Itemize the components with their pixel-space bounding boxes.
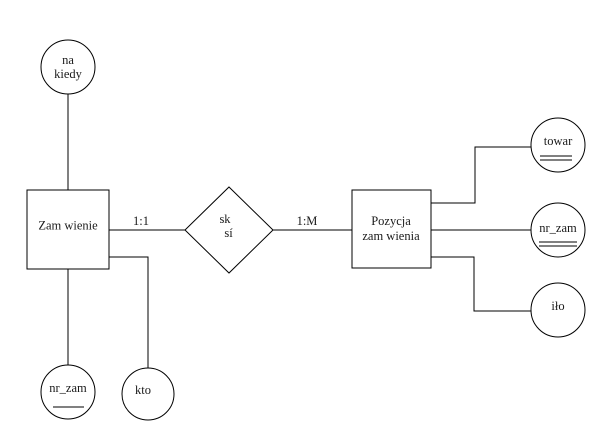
entity-order-rect	[26, 189, 110, 270]
entity-label-order-item-line1: Pozycja	[371, 214, 411, 228]
entity-label-order-item-line2: zam wienia	[362, 229, 420, 243]
relationship-label-line1: sk	[219, 212, 231, 226]
relationship-label-line2: sí	[224, 226, 233, 240]
relationship-label: sk sí	[217, 212, 232, 240]
attribute-circle-towar	[530, 117, 586, 173]
cardinality-label-left: 1:1	[133, 214, 149, 228]
attribute-label-ilo: iło	[551, 299, 565, 313]
entity-label-order-item: Pozycja zam wienia	[362, 214, 419, 244]
attribute-circle-nr-zam-left	[40, 364, 96, 420]
entity-order-item-rect	[351, 189, 432, 269]
attribute-label-na-kiedy-line2: kiedy	[54, 67, 82, 81]
cardinality-label-right: 1:M	[296, 214, 318, 228]
attribute-label-kto: kto	[135, 383, 151, 397]
attribute-label-na-kiedy-line1: na	[62, 53, 74, 67]
connector-order-to-kto	[109, 256, 149, 368]
attribute-circle-kto	[121, 367, 175, 421]
attribute-circle-na-kiedy	[40, 39, 96, 95]
connector-order-item-to-ilo	[431, 256, 531, 312]
entity-label-order: Zam wienie	[38, 218, 98, 233]
relationship-diamond	[184, 186, 274, 274]
attribute-label-towar: towar	[543, 134, 573, 148]
attribute-label-na-kiedy: na kiedy	[54, 53, 82, 81]
connector-order-item-to-towar	[431, 146, 531, 204]
attribute-circle-ilo	[530, 282, 586, 338]
attribute-circle-nr-zam-right	[530, 202, 586, 258]
attribute-label-nr-zam-right: nr_zam	[539, 221, 577, 235]
attribute-label-nr-zam-left: nr_zam	[49, 381, 87, 395]
